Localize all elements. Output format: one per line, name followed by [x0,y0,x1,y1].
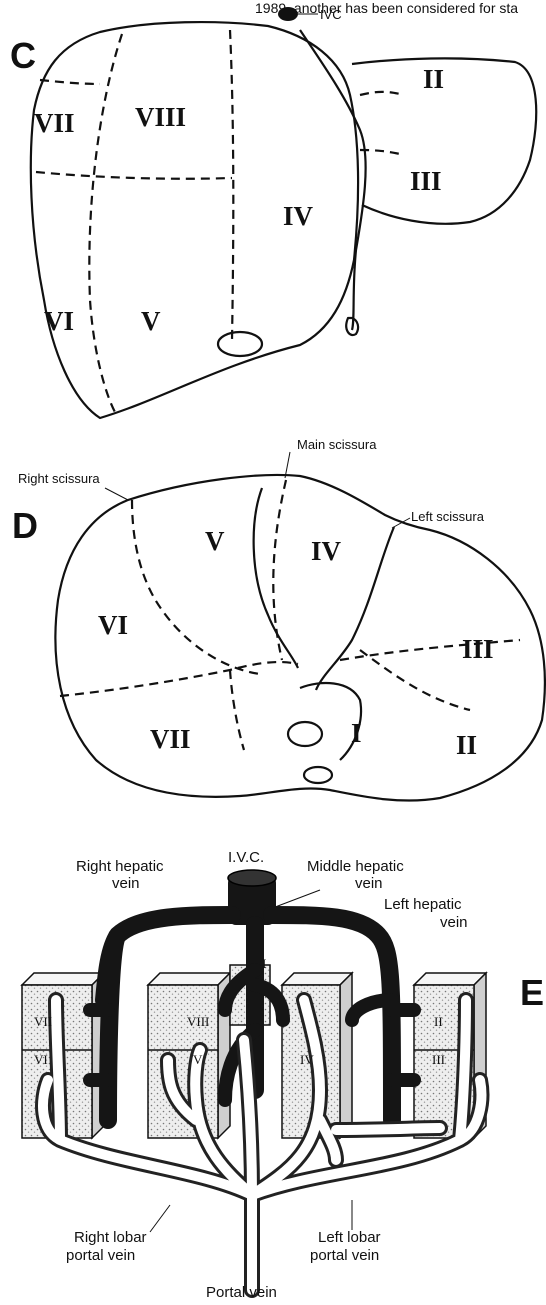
panel-d-seg-v: V [205,526,225,556]
panel-e-seg-vii: VII [34,1014,52,1029]
panel-c-seg-vi: VI [44,306,74,336]
panel-d-portal [304,767,332,783]
panel-c-gallbladder [218,332,262,356]
panel-e-portal-vein: Portal vein [206,1284,277,1300]
panel-e-right-lobar-1: Right lobar [74,1229,147,1246]
panel-e: E I.V.C. Right hepatic vein Middle hepat… [22,849,544,1300]
panel-e-left-lobar-2: portal vein [310,1247,379,1264]
panel-c: C IVC VII VIII II III IV VI V [10,7,536,418]
panel-c-seg-vii: VII [34,108,75,138]
panel-e-seg-iv: IV [300,1052,314,1067]
panel-e-seg-vi: VI [34,1052,48,1067]
panel-d-ivc [288,722,322,746]
panel-e-right-hepatic-1: Right hepatic [76,858,164,875]
panel-c-seg-iv: IV [283,201,314,231]
panel-e-left-hepatic-1: Left hepatic [384,896,462,913]
panel-c-dash-2 [230,30,233,340]
panel-c-dash-3 [36,172,232,179]
panel-d-seg-ii: II [456,730,477,760]
panel-d-right-dash [132,500,260,674]
panel-d-main-scissura: Main scissura [297,437,377,452]
panel-e-seg-ii: II [434,1014,443,1029]
panel-d-left-scissura: Left scissura [411,509,485,524]
panel-c-dash-5 [360,92,400,95]
panel-e-seg-i: I [262,956,266,971]
panel-c-seg-ii: II [423,64,444,94]
panel-d-seg-vi: VI [98,610,128,640]
panel-e-left-lobar-1: Left lobar [318,1229,381,1246]
ivc-opening [228,870,276,886]
panel-e-seg-iii: III [432,1052,445,1067]
panel-e-seg-viii: VIII [187,1014,209,1029]
panel-d-right-leader [105,488,128,500]
panel-e-middle-hepatic-1: Middle hepatic [307,858,404,875]
panel-d: D Main scissura Right scissura Left scis… [12,437,545,801]
panel-e-ivc-label: I.V.C. [228,849,264,866]
panel-d-horiz-dash [60,662,298,696]
panel-c-seg-viii: VIII [135,102,186,132]
panel-d-seg-iv: IV [311,536,342,566]
panel-c-ivc [278,7,298,21]
panel-d-left-dash-2 [360,650,470,710]
panel-e-seg-v: V [193,1052,203,1067]
panel-e-right-lobar-2: portal vein [66,1247,135,1264]
panel-c-seg-iii: III [410,166,442,196]
panel-c-letter: C [10,35,36,76]
panel-e-right-hepatic-2: vein [112,875,140,892]
panel-d-letter: D [12,505,38,546]
panel-e-left-hepatic-2: vein [440,914,468,931]
panel-d-seg-vii: VII [150,724,191,754]
panel-c-dash-4 [40,80,100,84]
panel-d-vii-dash [230,670,244,750]
panel-d-main-dash [273,480,286,660]
panel-e-middle-hepatic-2: vein [355,875,383,892]
panel-c-ivc-label: IVC [320,7,342,22]
panel-d-main-ligament [254,488,298,668]
panel-c-ligament [300,30,366,330]
panel-d-seg-iii: III [462,634,494,664]
panel-c-main-dash [89,34,122,414]
panel-e-letter: E [520,972,544,1013]
panel-d-seg-i: I [351,718,362,748]
panel-e-right-lobar-leader [150,1205,170,1232]
panel-c-seg-v: V [141,306,161,336]
panel-d-right-scissura: Right scissura [18,471,100,486]
panel-c-left-lobe-outline [352,58,536,223]
